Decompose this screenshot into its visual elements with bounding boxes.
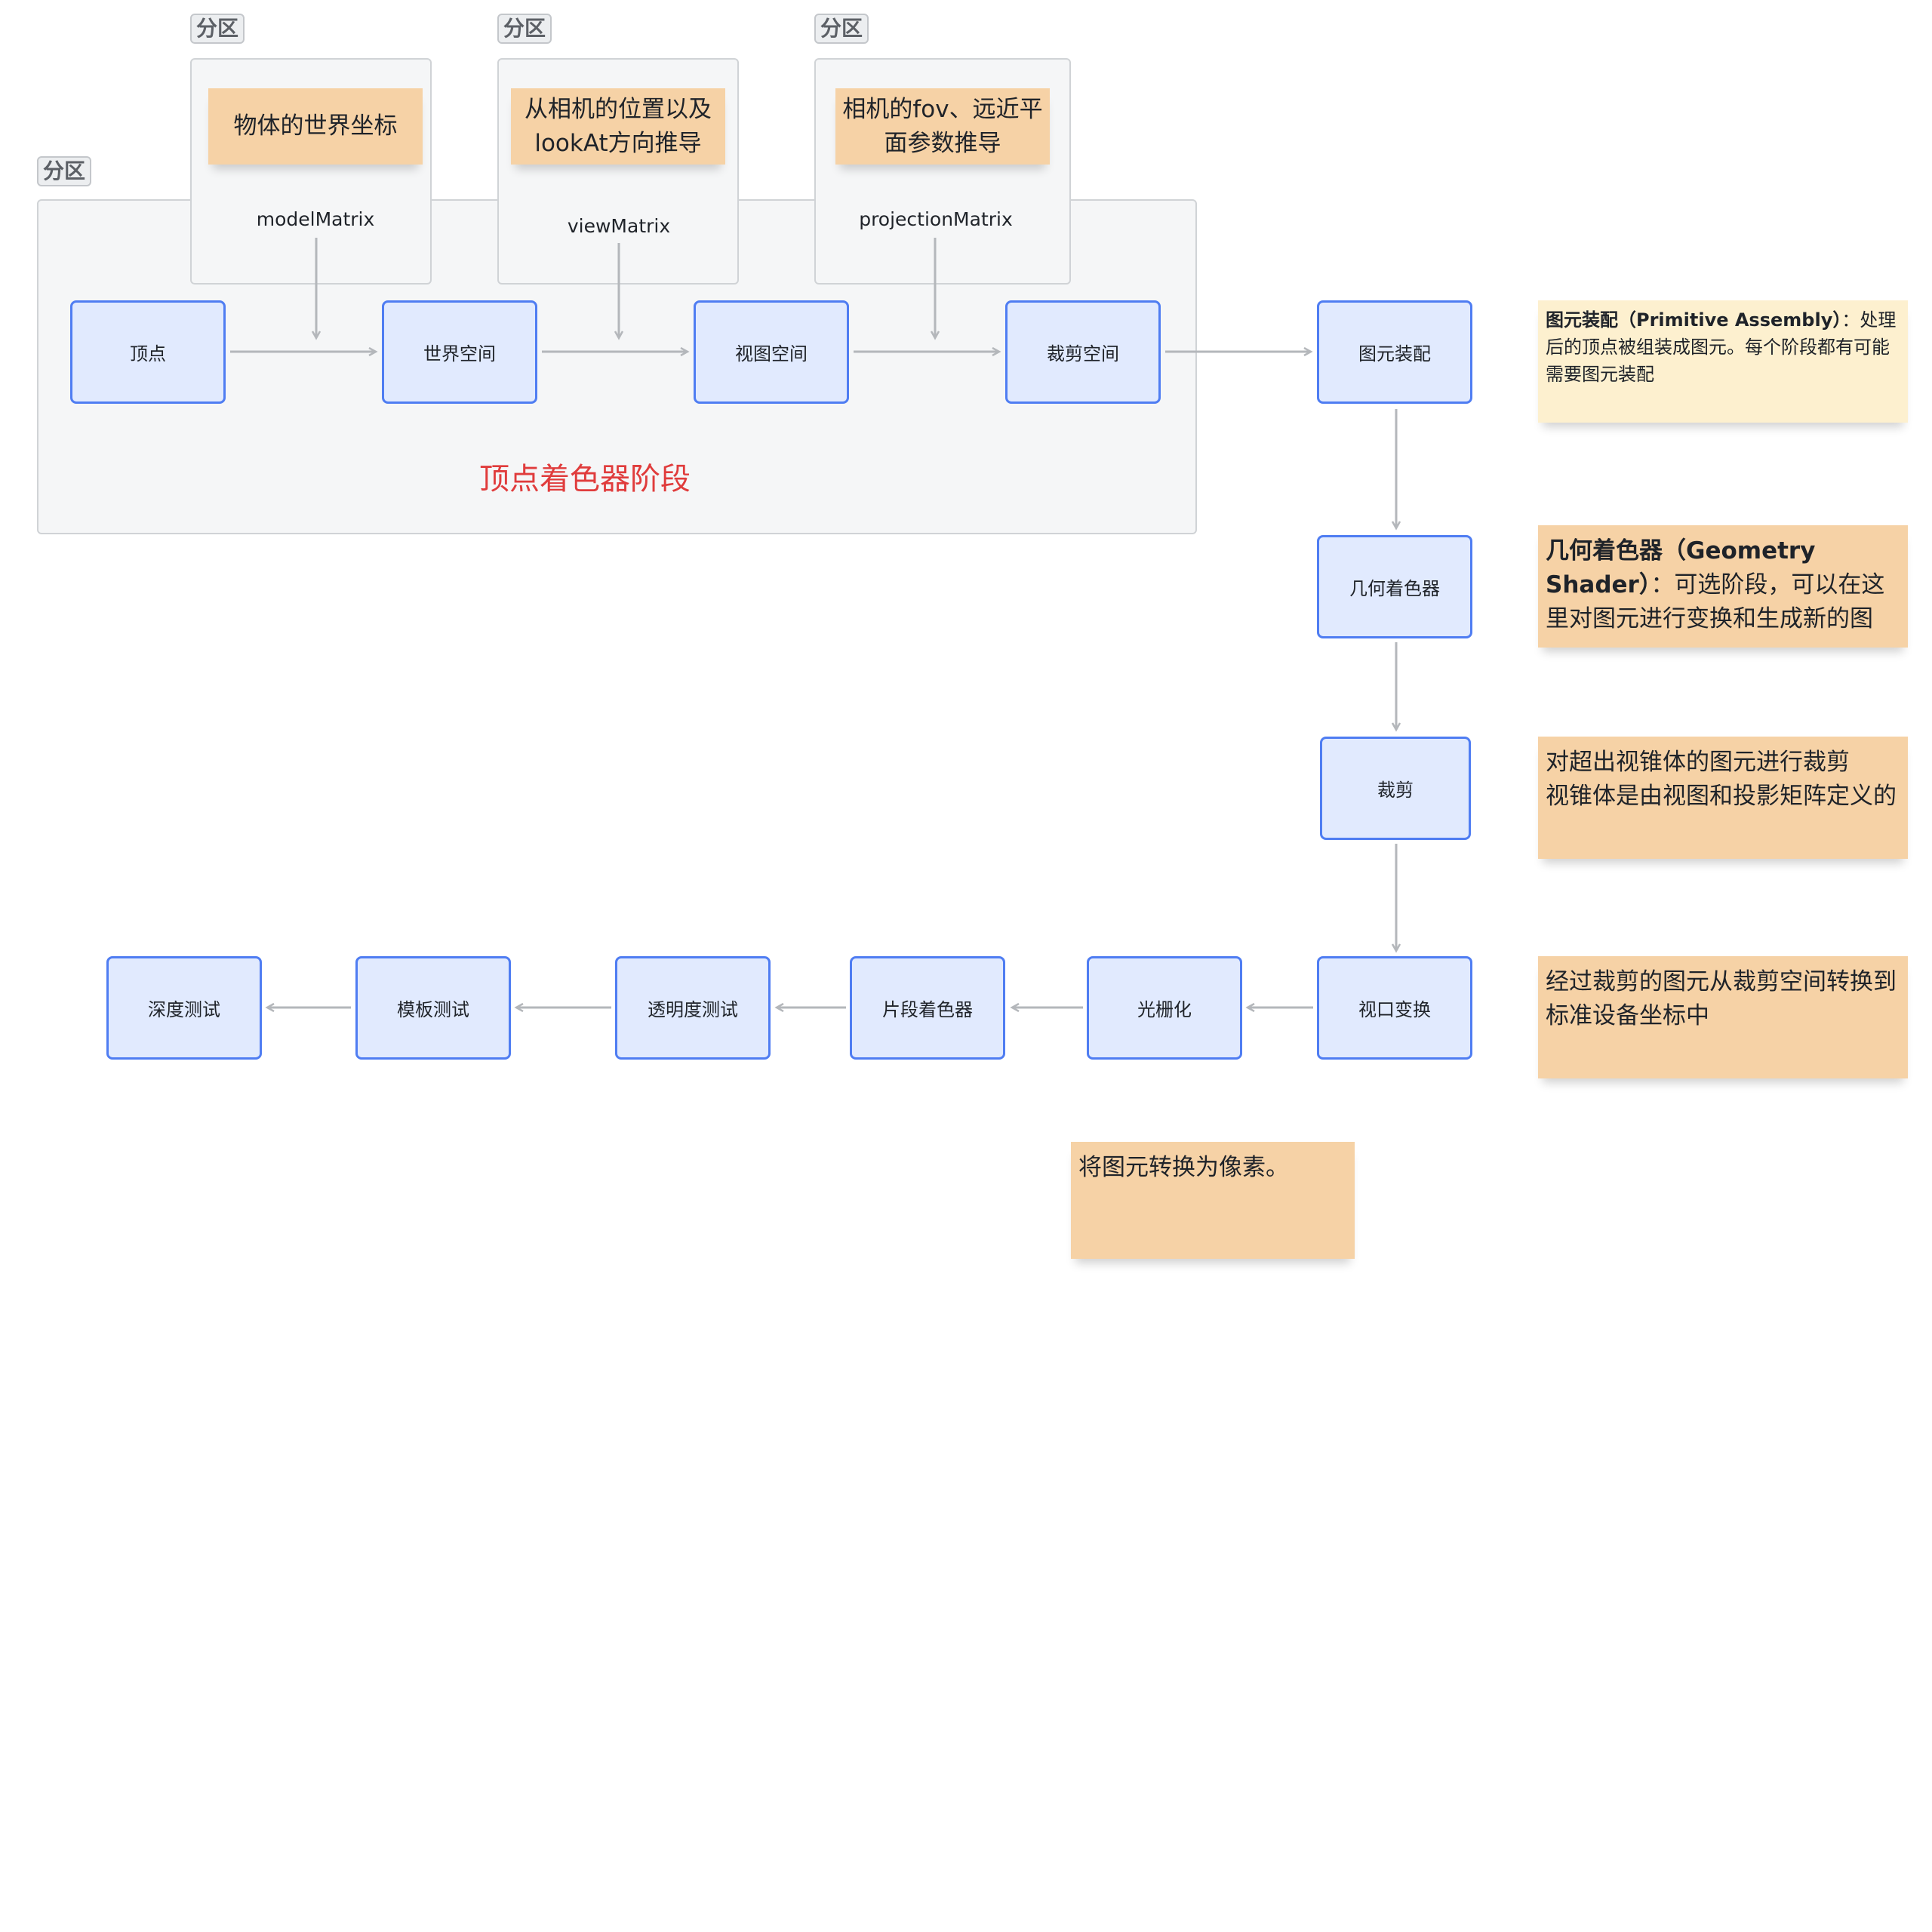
note-title: 图元装配（Primitive Assembly） xyxy=(1546,309,1842,331)
node-world-space[interactable]: 世界空间 xyxy=(382,300,537,404)
note-primitive-assembly[interactable]: 图元装配（Primitive Assembly）：处理后的顶点被组装成图元。每个… xyxy=(1538,300,1908,423)
note-text: 对超出视锥体的图元进行裁剪 视锥体是由视图和投影矩阵定义的 xyxy=(1546,749,1897,810)
node-clipping[interactable]: 裁剪 xyxy=(1320,737,1471,840)
section-tag: 分区 xyxy=(497,14,552,44)
section-tag: 分区 xyxy=(814,14,869,44)
projection-matrix-label: projectionMatrix xyxy=(859,208,1013,230)
note-title: 几何着色器（Geometry Shader） xyxy=(1546,537,1816,598)
camera-fov-sticky[interactable]: 相机的fov、远近平 面参数推导 xyxy=(835,88,1050,165)
node-fragment-shader[interactable]: 片段着色器 xyxy=(850,956,1005,1060)
note-rasterization[interactable]: 将图元转换为像素。 xyxy=(1071,1142,1355,1259)
node-stencil-test[interactable]: 模板测试 xyxy=(355,956,511,1060)
node-alpha-test[interactable]: 透明度测试 xyxy=(615,956,771,1060)
sticky-text: 从相机的位置以及 lookAt方向推导 xyxy=(525,95,712,157)
model-matrix-label: modelMatrix xyxy=(256,208,375,230)
node-vertex[interactable]: 顶点 xyxy=(70,300,226,404)
node-view-space[interactable]: 视图空间 xyxy=(694,300,849,404)
world-coordinate-sticky[interactable]: 物体的世界坐标 xyxy=(208,88,423,165)
note-text: 将图元转换为像素。 xyxy=(1078,1154,1289,1181)
note-viewport[interactable]: 经过裁剪的图元从裁剪空间转换到标准设备坐标中 xyxy=(1538,956,1908,1078)
note-clipping[interactable]: 对超出视锥体的图元进行裁剪 视锥体是由视图和投影矩阵定义的 xyxy=(1538,737,1908,859)
camera-position-sticky[interactable]: 从相机的位置以及 lookAt方向推导 xyxy=(511,88,725,165)
sticky-text: 物体的世界坐标 xyxy=(233,112,398,140)
node-rasterization[interactable]: 光栅化 xyxy=(1087,956,1242,1060)
section-tag: 分区 xyxy=(190,14,245,44)
node-clip-space[interactable]: 裁剪空间 xyxy=(1005,300,1161,404)
note-text: ：处理后的顶点被组装成图元。每个阶段都有可能需要图元装配 xyxy=(1546,309,1897,385)
note-text: 经过裁剪的图元从裁剪空间转换到标准设备坐标中 xyxy=(1546,968,1897,1029)
node-viewport-transform[interactable]: 视口变换 xyxy=(1317,956,1472,1060)
view-matrix-label: viewMatrix xyxy=(567,215,671,237)
note-text: ：可选阶段，可以在这里对图元进行变换和生成新的图 xyxy=(1546,571,1885,632)
vertex-shader-stage-label: 顶点着色器阶段 xyxy=(479,462,691,497)
section-tag: 分区 xyxy=(37,156,91,186)
node-primitive-assembly[interactable]: 图元装配 xyxy=(1317,300,1472,404)
note-geometry-shader[interactable]: 几何着色器（Geometry Shader）：可选阶段，可以在这里对图元进行变换… xyxy=(1538,525,1908,648)
node-depth-test[interactable]: 深度测试 xyxy=(106,956,262,1060)
node-geometry-shader[interactable]: 几何着色器 xyxy=(1317,535,1472,638)
sticky-text: 相机的fov、远近平 面参数推导 xyxy=(842,95,1043,157)
